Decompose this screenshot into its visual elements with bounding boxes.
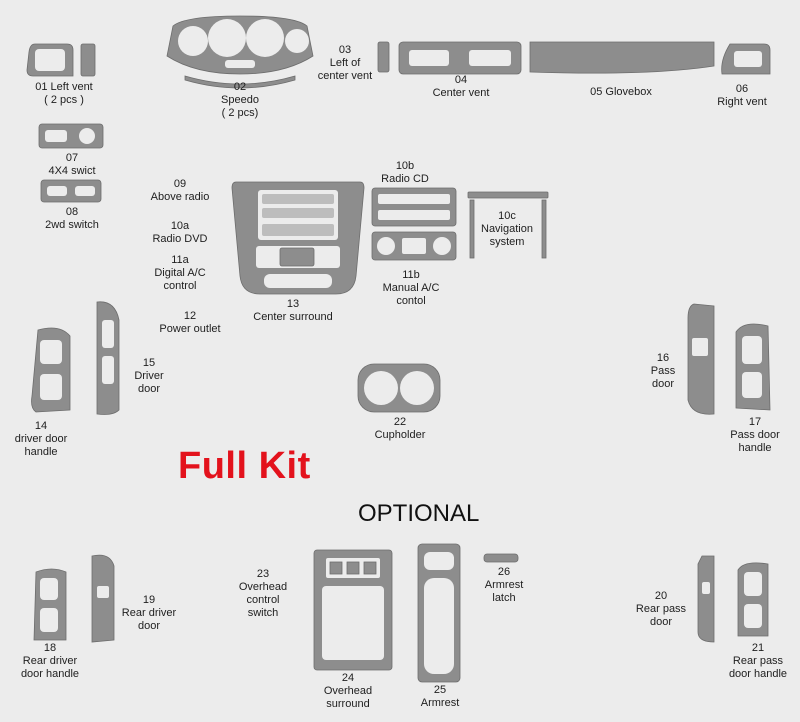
rear-pass-door-handle-piece xyxy=(734,560,772,640)
center-surround-piece xyxy=(230,180,366,298)
right-vent-piece xyxy=(720,42,772,78)
rear-pass-door-piece xyxy=(696,552,718,646)
optional-heading: OPTIONAL xyxy=(358,500,480,527)
manual-ac-piece xyxy=(371,231,458,262)
driver-door-piece xyxy=(93,300,123,418)
driver-door-handle-piece xyxy=(30,326,74,416)
full-kit-heading: Full Kit xyxy=(178,445,311,487)
armrest-latch-piece xyxy=(483,553,520,564)
rear-driver-door-piece xyxy=(88,552,118,646)
overhead-surround-piece xyxy=(313,549,394,672)
pass-door-handle-piece xyxy=(730,322,774,414)
rear-driver-door-handle-piece xyxy=(30,566,70,644)
radio-cd-piece xyxy=(371,187,458,228)
label-05-glovebox: 05 Glovebox xyxy=(590,86,652,98)
pass-door-piece xyxy=(684,302,718,418)
label-01-left-vent: 01 Left vent( 2 pcs ) xyxy=(35,81,93,106)
2wd-switch-piece xyxy=(40,179,103,204)
4x4-switch-piece xyxy=(38,123,105,150)
center-vent-piece xyxy=(398,41,523,76)
glovebox-piece xyxy=(529,41,716,78)
left-of-center-vent-piece xyxy=(377,41,391,74)
armrest-piece xyxy=(417,543,462,684)
cupholder-piece xyxy=(357,363,442,414)
left-vent-piece xyxy=(26,42,97,78)
navigation-piece xyxy=(467,191,550,262)
speedo-piece xyxy=(165,15,315,89)
